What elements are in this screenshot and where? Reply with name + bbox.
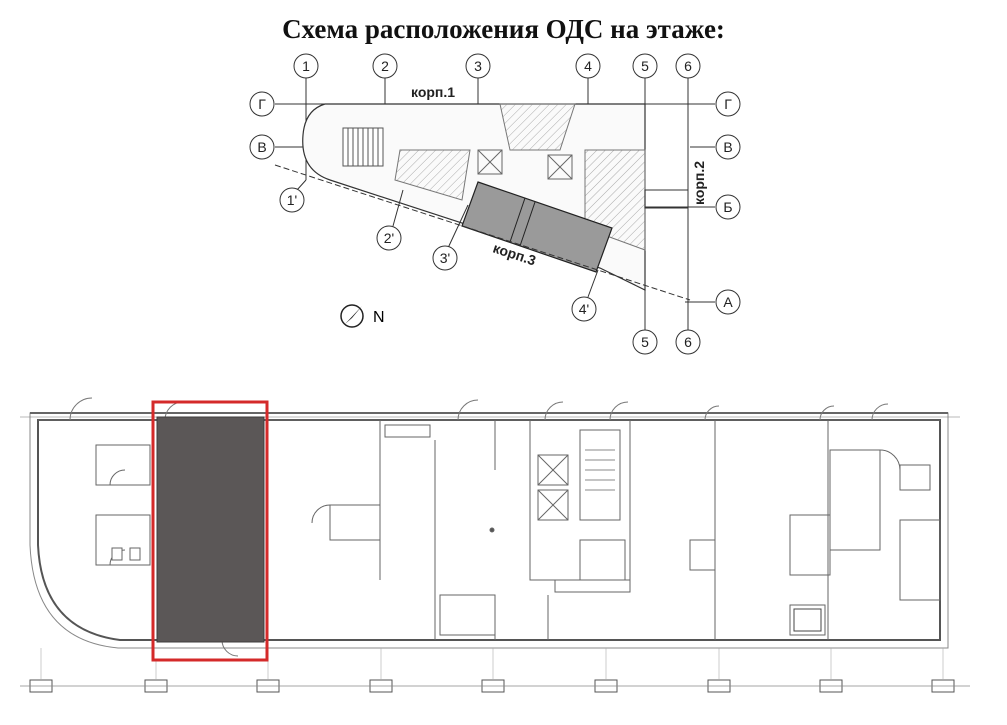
axis-label: В <box>257 139 266 155</box>
axis-bubbles-left: Г В <box>249 91 275 160</box>
axis-label: Г <box>724 96 732 112</box>
building-label-korp1: корп.1 <box>411 84 455 100</box>
axis-label: 4 <box>584 58 592 74</box>
axis-label: 5 <box>641 58 649 74</box>
axis-label: 6 <box>684 334 692 350</box>
axis-label: 4' <box>579 301 589 317</box>
ods-space <box>156 416 265 643</box>
axis-label: 2' <box>384 230 394 246</box>
axis-label: 3 <box>474 58 482 74</box>
axis-label: А <box>723 294 733 310</box>
axis-label: 3' <box>440 250 450 266</box>
axis-label: Г <box>258 96 266 112</box>
north-arrow-icon <box>340 304 364 328</box>
page-title: Схема расположения ОДС на этаже: <box>282 14 725 44</box>
axis-label: В <box>723 139 732 155</box>
axis-label: Б <box>723 199 732 215</box>
ods-highlight-frame <box>151 400 269 662</box>
north-label: N <box>373 309 385 326</box>
axis-bubbles-right: Г В Б А <box>715 91 741 315</box>
axis-label: 1' <box>287 192 297 208</box>
axis-label: 1 <box>302 58 310 74</box>
building-label-korp2: корп.2 <box>691 161 707 205</box>
site-plan: 1 2 3 4 5 6 5 6 Г В Г <box>249 53 741 355</box>
axis-bubbles-diagonal: 1' 2' 3' 4' <box>279 179 599 322</box>
axis-label: 6 <box>684 58 692 74</box>
axis-bubbles-bottom: 5 6 <box>632 329 701 355</box>
axis-bubbles-top: 1 2 3 4 5 6 <box>293 53 701 79</box>
floor-plan <box>20 397 970 693</box>
axis-label: 2 <box>381 58 389 74</box>
axis-label: 5 <box>641 334 649 350</box>
